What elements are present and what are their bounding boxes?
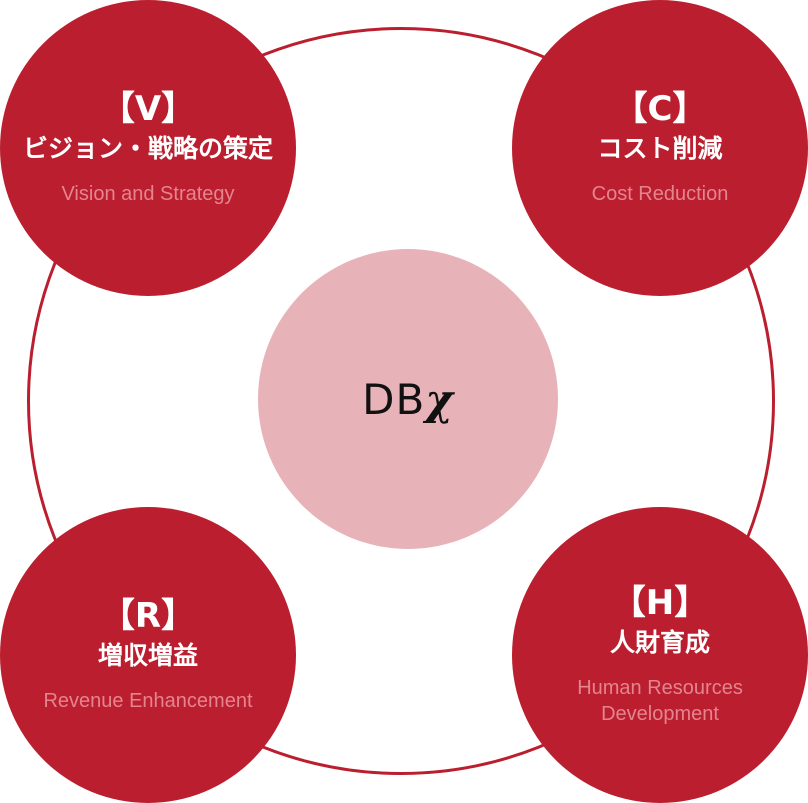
node-title-jp: 人財育成 xyxy=(609,628,710,657)
node-title-jp: コスト削減 xyxy=(597,134,723,163)
center-label: DBχ xyxy=(362,375,454,424)
node-subtitle-en-line2: Development xyxy=(601,703,719,725)
center-label-symbol: χ xyxy=(425,374,454,424)
node-code: 【R】 xyxy=(100,596,196,636)
node-code: 【V】 xyxy=(100,89,196,129)
node-human-resources: 【H】 人財育成 Human Resources Development xyxy=(512,507,808,803)
node-revenue-enhancement: 【R】 増収増益 Revenue Enhancement xyxy=(0,507,296,803)
node-code: 【C】 xyxy=(613,89,707,129)
outer-ring xyxy=(27,27,775,775)
node-vision-strategy: 【V】 ビジョン・戦略の策定 Vision and Strategy xyxy=(0,0,296,296)
center-label-prefix: DB xyxy=(362,374,426,424)
center-circle: DBχ xyxy=(258,249,558,549)
node-subtitle-en: Cost Reduction xyxy=(591,183,729,205)
node-subtitle-en-line1: Human Resources xyxy=(577,677,743,699)
node-title-jp: ビジョン・戦略の策定 xyxy=(22,134,273,163)
node-subtitle-en: Revenue Enhancement xyxy=(43,690,253,712)
node-code: 【H】 xyxy=(611,583,709,623)
node-subtitle-en: Vision and Strategy xyxy=(61,183,235,205)
node-title-jp: 増収増益 xyxy=(97,641,198,670)
node-cost-reduction: 【C】 コスト削減 Cost Reduction xyxy=(512,0,808,296)
